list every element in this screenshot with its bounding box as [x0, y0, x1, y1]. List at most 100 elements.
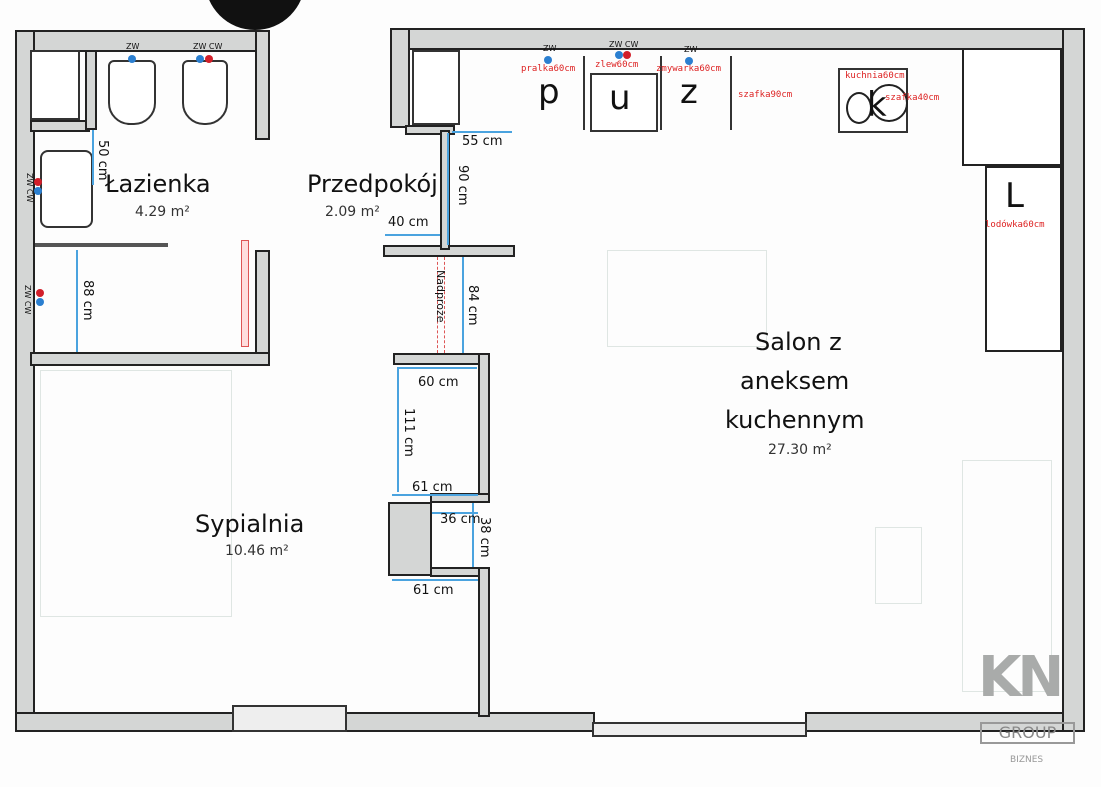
- dishwasher-letter: z: [680, 72, 698, 112]
- fridge-label: lodówka60cm: [985, 220, 1045, 230]
- wall-bath-right: [255, 30, 270, 140]
- wall-shaft: [30, 120, 90, 132]
- cabinet-divider: [660, 56, 662, 130]
- dimension-line: [432, 512, 478, 514]
- wall-right: [1062, 28, 1085, 732]
- zwcw-label: ZW CW: [25, 173, 34, 203]
- dimension-line: [385, 234, 440, 236]
- hot-water-point-icon: [205, 55, 213, 63]
- cold-water-point-icon: [34, 187, 42, 195]
- cold-water-point-icon: [544, 56, 552, 64]
- stove-letter: k: [867, 85, 887, 125]
- hall-area: 2.09 m²: [325, 204, 380, 220]
- dimension-line: [392, 494, 478, 496]
- bed: [40, 370, 232, 617]
- bathroom-area: 4.29 m²: [135, 204, 190, 220]
- wall-shaft-side: [85, 50, 97, 130]
- dishwasher-label: zmywarka60cm: [656, 64, 722, 74]
- dimension-line: [447, 133, 449, 245]
- wall-bath-right-lower: [255, 250, 270, 360]
- wall-bottom-1: [15, 712, 235, 732]
- zw-label: ZW: [543, 44, 557, 53]
- wall-hall-mid: [405, 125, 455, 135]
- wall-hall-top: [390, 28, 410, 128]
- wall-wardrobe-right: [478, 353, 490, 503]
- dim-61-top: 61 cm: [412, 480, 453, 495]
- zw-label: ZW: [126, 42, 140, 51]
- cold-water-point-icon: [36, 298, 44, 306]
- dimension-line: [392, 579, 478, 581]
- bidet: [182, 60, 228, 125]
- hot-water-point-icon: [36, 289, 44, 297]
- radiator: [241, 240, 249, 347]
- sink-letter: u: [609, 78, 631, 118]
- dim-38: 38 cm: [477, 517, 492, 558]
- washbasin: [40, 150, 93, 228]
- hall-name: Przedpokój: [307, 170, 438, 198]
- dimension-line: [76, 250, 78, 352]
- armchair: [875, 527, 922, 604]
- wall-bottom-2: [345, 712, 595, 732]
- cooktop: [838, 68, 908, 133]
- dim-90: 90 cm: [455, 165, 470, 206]
- washer-label: pralka60cm: [521, 64, 576, 74]
- cold-water-point-icon: [615, 51, 623, 59]
- stove-label: kuchnia60cm: [845, 71, 905, 81]
- zwcw-label: ZW CW: [23, 285, 32, 315]
- wall-top-right: [390, 28, 1085, 50]
- cold-water-point-icon: [128, 55, 136, 63]
- dim-111: 111 cm: [401, 408, 416, 457]
- burner-icon: [870, 84, 908, 122]
- lintel-mark: [437, 257, 445, 353]
- sink-label: zlew60cm: [595, 60, 639, 70]
- dim-40: 40 cm: [388, 215, 429, 230]
- dimension-line: [452, 131, 512, 133]
- cold-water-point-icon: [685, 57, 693, 65]
- dim-61-bottom: 61 cm: [413, 583, 454, 598]
- dimension-line: [397, 367, 477, 369]
- living-name-2: aneksem: [740, 367, 850, 395]
- toilet: [108, 60, 156, 125]
- cabinet-divider: [730, 56, 732, 130]
- wall-top-left: [15, 30, 270, 52]
- cold-water-point-icon: [196, 55, 204, 63]
- cabinet40-label: szafka40cm: [885, 93, 940, 103]
- dimension-line: [92, 130, 94, 185]
- sink-unit: [590, 73, 658, 132]
- fridge-tall: [985, 166, 1062, 352]
- wall-bath-bottom: [30, 352, 270, 366]
- wall-left: [15, 30, 35, 732]
- wall-wardrobe-top: [393, 353, 488, 365]
- wall-partition: [478, 567, 490, 717]
- window-living: [592, 722, 807, 737]
- dim-55: 55 cm: [462, 134, 503, 149]
- living-name-3: kuchennym: [725, 406, 865, 434]
- washer-letter: p: [538, 72, 560, 112]
- living-name-1: Salon z: [755, 328, 842, 356]
- sofa: [962, 460, 1052, 692]
- dimension-line: [472, 503, 474, 567]
- shower-screen: [35, 243, 168, 247]
- zwcw-label: ZW CW: [193, 42, 223, 51]
- logo-main: KN: [978, 645, 1064, 710]
- dimension-line: [462, 257, 464, 353]
- dim-60: 60 cm: [418, 375, 459, 390]
- living-area: 27.30 m²: [768, 442, 832, 458]
- camera-notch: [205, 0, 305, 30]
- logo-small: BIZNES: [1010, 755, 1044, 765]
- dining-table: [607, 250, 767, 347]
- bedroom-area: 10.46 m²: [225, 543, 289, 559]
- dim-88: 88 cm: [80, 280, 95, 321]
- hot-water-point-icon: [34, 178, 42, 186]
- logo-sub: GROUP: [980, 722, 1075, 744]
- fridge-letter: L: [1005, 176, 1024, 216]
- column: [388, 502, 432, 576]
- cabinet-divider: [583, 56, 585, 130]
- dim-84: 84 cm: [465, 285, 480, 326]
- dim-50: 50 cm: [95, 140, 110, 181]
- dim-36: 36 cm: [440, 512, 481, 527]
- bedroom-name: Sypialnia: [195, 510, 305, 538]
- wall-hall-vertical: [440, 130, 450, 250]
- window-bedroom: [232, 705, 347, 732]
